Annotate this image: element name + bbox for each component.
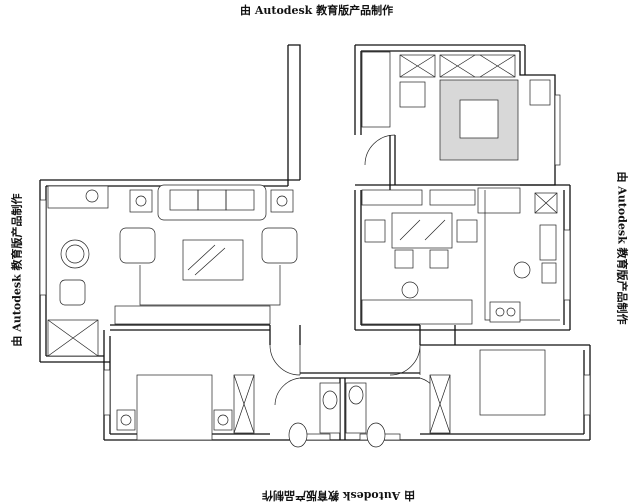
vanity [319, 382, 341, 434]
sink [85, 189, 99, 203]
round-table [60, 239, 90, 269]
coffee-table [182, 239, 244, 281]
watermark-top: 由 Autodesk 教育版产品制作 [240, 4, 394, 17]
side-table [129, 189, 153, 213]
armchair [261, 227, 298, 264]
cabinet [361, 51, 391, 128]
cabinet [47, 185, 109, 209]
armchair [119, 227, 156, 264]
person [513, 261, 531, 279]
sofa [157, 184, 267, 221]
stove [541, 262, 557, 284]
dining-kitchen [361, 51, 560, 325]
person [401, 281, 419, 299]
bed-right [479, 349, 546, 416]
living-room [47, 184, 298, 357]
bed-left [136, 374, 213, 441]
sink [539, 224, 557, 261]
bedrooms [116, 349, 546, 448]
toilet [366, 422, 386, 448]
side-table [270, 189, 294, 213]
counter [361, 299, 473, 325]
chair [399, 81, 426, 108]
dining-table [391, 212, 453, 249]
fridge [477, 187, 521, 214]
tv-cabinet [114, 305, 271, 325]
vanity [345, 382, 367, 434]
armchair [59, 279, 86, 306]
walls [39, 44, 591, 441]
toilet [288, 422, 308, 448]
